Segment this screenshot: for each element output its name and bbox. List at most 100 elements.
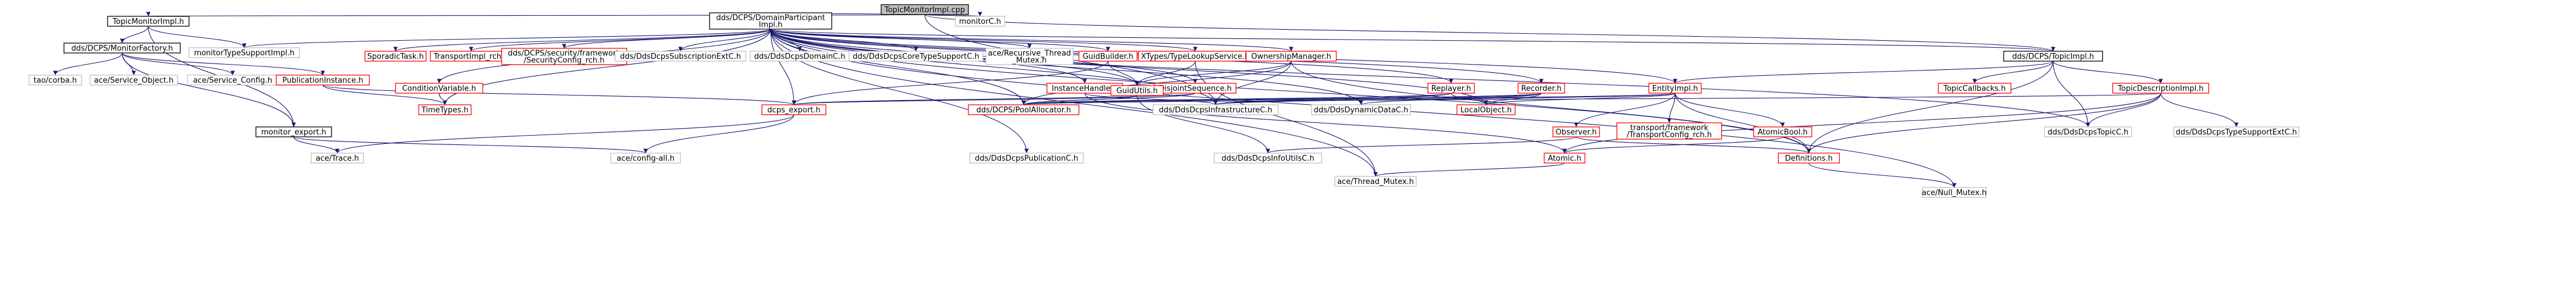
edge-mf_h-to-pubinst — [122, 52, 325, 76]
node-label-topiccb: TopicCallbacks.h — [1943, 84, 2005, 93]
node-guidbuilder[interactable]: GuidBuilder.h — [1078, 51, 1138, 62]
node-box-acetrace — [311, 153, 364, 164]
node-domainc: dds/DdsDcpsDomainC.h — [750, 51, 850, 62]
edge-dcpsexport-to-acetrace — [335, 114, 794, 154]
node-label-nullmutex: ace/Null_Mutex.h — [1922, 189, 1987, 197]
edge-topicimpl-to-entityimpl — [1673, 61, 2054, 84]
node-atomic[interactable]: Atomic.h — [1544, 153, 1585, 164]
node-label-ownership: OwnershipManager.h — [1251, 52, 1331, 61]
node-recorder[interactable]: Recorder.h — [1517, 83, 1565, 94]
node-box-dpi_h — [709, 12, 832, 30]
node-box-typesupportext — [2173, 126, 2300, 137]
node-dcpsexport[interactable]: dcps_export.h — [761, 104, 826, 115]
edge-xtypes-to-threadmutex — [1195, 61, 1378, 177]
node-label-subexc: dds/DdsDcpsSubscriptionExtC.h — [620, 52, 741, 61]
node-box-infoutils — [1213, 153, 1323, 164]
node-monexport[interactable]: monitor_export.h — [255, 126, 332, 137]
node-box-tmi_h — [107, 16, 190, 27]
edge-monexport-to-aceconfig — [293, 136, 648, 154]
node-transcfg[interactable]: transport/framework/TransportConfig_rch.… — [1616, 122, 1722, 140]
node-replayer[interactable]: Replayer.h — [1427, 83, 1475, 94]
node-box-svcobj — [90, 75, 178, 86]
node-label-atomic: Atomic.h — [1548, 154, 1581, 163]
edge-topicdesc-to-atomic — [1562, 93, 2161, 154]
node-label-mf_h: dds/DCPS/MonitorFactory.h — [72, 44, 173, 53]
node-label-root: TopicMonitorImpl.cpp — [884, 6, 965, 15]
edge-instance-to-infrac — [1084, 93, 1218, 105]
node-observer[interactable]: Observer.h — [1552, 126, 1600, 137]
node-label-aceconfig: ace/config-all.h — [617, 154, 675, 163]
node-poolalloc[interactable]: dds/DCPS/PoolAllocator.h — [968, 104, 1079, 115]
node-topicimpl[interactable]: dds/DCPS/TopicImpl.h — [2003, 51, 2103, 62]
node-box-transcfg — [1616, 122, 1722, 140]
node-guidutils[interactable]: GuidUtils.h — [1110, 85, 1164, 96]
node-entityimpl[interactable]: EntityImpl.h — [1648, 83, 1702, 94]
edge-topicimpl-to-topicdesc — [2053, 61, 2163, 84]
node-box-topicimpl — [2003, 51, 2103, 62]
node-label-localobj: LocalObject.h — [1460, 106, 1512, 115]
edge-monexport-to-acetrace — [293, 136, 340, 154]
edge-mf_h-to-tao — [53, 52, 123, 76]
node-acetrace: ace/Trace.h — [311, 153, 364, 164]
edge-mf_h-to-monexport — [122, 52, 296, 128]
node-definitions[interactable]: Definitions.h — [1777, 153, 1840, 164]
node-infrac: dds/DdsDcpsInfrastructureC.h — [1152, 104, 1279, 115]
node-box-replayer — [1427, 83, 1475, 94]
edge-dpi_h-to-sec_rch — [562, 29, 771, 49]
node-ownership[interactable]: OwnershipManager.h — [1245, 51, 1337, 62]
edge-mf_h-to-svccfg — [122, 52, 235, 76]
node-label-dyndata: dds/DdsDynamicDataC.h — [1314, 106, 1409, 115]
edge-instance-to-atomic — [1084, 93, 1567, 154]
node-label-svcobj: ace/Service_Object.h — [94, 76, 174, 85]
edge-topicimpl-to-topicc — [2053, 61, 2090, 128]
node-label-disjoint: DisjointSequence.h — [1159, 84, 1231, 93]
edge-tmi_h-to-mf_h — [120, 26, 149, 44]
node-topicdesc[interactable]: TopicDescriptionImpl.h — [2112, 83, 2210, 94]
node-disjoint[interactable]: DisjointSequence.h — [1154, 83, 1237, 94]
node-label-svccfg: ace/Service_Config.h — [193, 76, 272, 85]
node-box-threadmutex — [1334, 176, 1417, 187]
node-mf_h[interactable]: dds/DCPS/MonitorFactory.h — [63, 43, 181, 54]
node-timetypes[interactable]: TimeTypes.h — [418, 104, 472, 115]
node-box-topicc — [2044, 126, 2132, 137]
node-box-dcpsexport — [761, 104, 826, 115]
node-label-xtypes: XTypes/TypeLookupService.h — [1141, 52, 1250, 61]
node-topiccb[interactable]: TopicCallbacks.h — [1937, 83, 2012, 94]
node-pubinst[interactable]: PublicationInstance.h — [276, 75, 370, 86]
node-condvar[interactable]: ConditionVariable.h — [395, 83, 483, 94]
dependency-edges — [53, 11, 2239, 188]
edge-dpi_h-to-xtypes — [770, 29, 1198, 52]
node-box-monexport — [255, 126, 332, 137]
edge-topicdesc-to-poolalloc — [1022, 93, 2161, 105]
edge-entityimpl-to-infrac — [1213, 93, 1676, 105]
node-recthread: ace/Recursive_Thread_Mutex.h — [985, 48, 1074, 65]
node-box-entityimpl — [1648, 83, 1702, 94]
node-label-typesupportext: dds/DdsDcpsTypeSupportExtC.h — [2176, 128, 2297, 137]
node-box-mf_h — [63, 43, 181, 54]
node-label-guidbuilder: GuidBuilder.h — [1082, 52, 1133, 61]
node-box-condvar — [395, 83, 483, 94]
node-tmi_h[interactable]: TopicMonitorImpl.h — [107, 16, 190, 27]
node-box-topiccb — [1937, 83, 2012, 94]
node-pubc: dds/DdsDcpsPublicationC.h — [969, 153, 1084, 164]
node-sec_rch[interactable]: dds/DCPS/security/framework/SecurityConf… — [501, 48, 628, 65]
node-root[interactable]: TopicMonitorImpl.cpp — [881, 4, 969, 15]
node-label-transcfg: /TransportConfig_rch.h — [1627, 131, 1712, 140]
node-label-sec_rch: dds/DCPS/security/framework — [508, 49, 621, 58]
node-box-monitorc — [954, 16, 1006, 27]
node-box-pubinst — [276, 75, 370, 86]
node-instance[interactable]: InstanceHandle.h — [1046, 83, 1123, 94]
node-atomicbool[interactable]: AtomicBool.h — [1753, 126, 1812, 137]
node-box-recthread — [985, 48, 1074, 65]
node-sporadic[interactable]: SporadicTask.h — [364, 51, 427, 62]
node-localobj[interactable]: LocalObject.h — [1456, 104, 1516, 115]
node-label-recthread: ace/Recursive_Thread — [988, 49, 1071, 58]
node-xtypes[interactable]: XTypes/TypeLookupService.h — [1138, 51, 1253, 62]
node-transport_rch[interactable]: TransportImpl_rch.h — [430, 51, 512, 62]
node-infoutils: dds/DdsDcpsInfoUtilsC.h — [1213, 153, 1323, 164]
node-box-sporadic — [364, 51, 427, 62]
edge-dpi_h-to-guidbuilder — [770, 29, 1110, 52]
